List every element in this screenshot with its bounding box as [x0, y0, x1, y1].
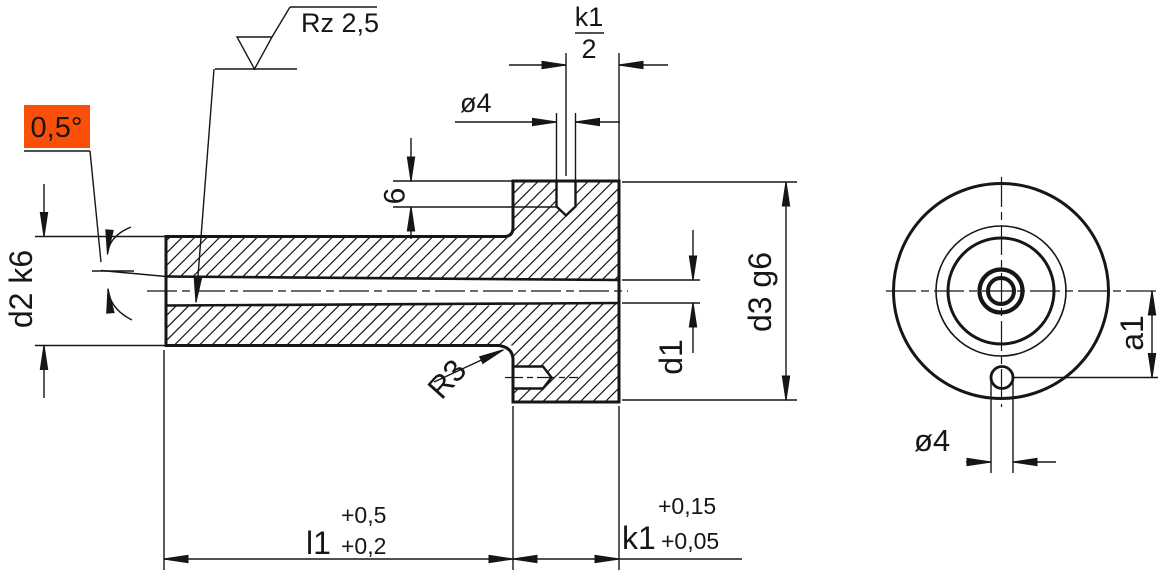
hatch-line: [557, 181, 619, 402]
d3-label: d3 g6: [742, 252, 778, 332]
dimension-d3: d3 g6: [622, 181, 797, 401]
front-view: [886, 177, 1158, 407]
hatch-line: [166, 181, 373, 402]
hatch-line: [166, 181, 398, 402]
hatch-line: [569, 181, 619, 402]
fillet-radius-label: R3: [421, 353, 474, 406]
flange-outer-circle: [892, 182, 1110, 400]
r3-leader-line: [433, 349, 504, 383]
surface-finish-icon: [215, 6, 377, 71]
section-hatching: [166, 172, 998, 412]
d1-label: d1: [653, 339, 689, 375]
hatch-line: [544, 181, 619, 402]
hatch-line: [294, 181, 536, 402]
hole-dia-section-label: ø4: [460, 88, 492, 118]
hatch-line: [594, 181, 619, 402]
hatch-line: [194, 181, 436, 402]
bore-circle: [986, 276, 1016, 306]
hatch-line: [166, 181, 386, 402]
dimension-hole-dia-section: ø4: [455, 88, 620, 181]
dimension-l1: +0,5 l1 +0,2: [163, 350, 514, 570]
hatch-line: [166, 181, 348, 402]
radial-hole-interior: [556, 181, 576, 216]
hatch-line: [166, 181, 323, 402]
hatch-line: [166, 181, 336, 402]
hatch-line: [670, 172, 910, 412]
hole-depth-label: 6: [379, 188, 412, 205]
section-view-outline: [100, 179, 621, 404]
hatch-line: [758, 172, 998, 412]
bore-entry-circle: [977, 267, 1025, 315]
taper-angle-callout: 0,5°: [24, 105, 134, 321]
k1-half-denominator: 2: [581, 34, 596, 64]
l1-tolerance-lower: +0,2: [341, 533, 386, 559]
dimension-k1: +0,15 k1 +0,05: [512, 406, 742, 570]
l1-tolerance-upper: +0,5: [341, 502, 386, 528]
angle-arc-lower: [106, 288, 133, 321]
bore-top-edge: [165, 275, 620, 282]
hatch-line: [169, 181, 411, 402]
taper-leader-line: [89, 150, 102, 263]
part-outline: [164, 179, 621, 404]
hatch-line: [469, 181, 619, 402]
hatch-line: [620, 172, 860, 412]
hatch-line: [457, 181, 619, 402]
a1-label: a1: [1114, 315, 1150, 351]
dimension-a1: a1: [1013, 290, 1158, 379]
hatch-line: [683, 172, 923, 412]
roughness-leader-line: [193, 68, 215, 303]
k1-label: k1: [622, 520, 656, 556]
k1-tolerance-upper: +0,15: [658, 493, 716, 519]
dimension-k1-half: k1 2: [509, 2, 668, 181]
d2-label: d2 k6: [3, 250, 39, 328]
hatch-line: [269, 181, 511, 402]
l1-label: l1: [306, 525, 331, 561]
k1-tolerance-lower: +0,05: [661, 528, 719, 554]
surface-finish-callout: Rz 2,5: [193, 6, 379, 303]
fillet-radius-callout: R3: [421, 349, 504, 406]
hatch-line: [519, 181, 619, 402]
dimension-d2: d2 k6: [3, 184, 166, 398]
dimension-d1: d1: [622, 230, 700, 375]
hatch-line: [166, 181, 261, 402]
hatch-line: [382, 181, 619, 402]
hatch-line: [166, 181, 311, 402]
dimension-hole-depth: 6: [379, 138, 556, 239]
hatch-line: [282, 181, 523, 402]
radial-hole-outline: [555, 181, 577, 218]
fillet-edge-circle: [935, 225, 1067, 357]
hatch-line: [607, 181, 619, 402]
dimension-hole-dia-front: ø4: [914, 380, 1056, 473]
hub-circle: [946, 236, 1056, 346]
hatch-line: [182, 181, 423, 402]
hole-dia-front-label: ø4: [914, 423, 950, 458]
angle-arc-upper: [105, 226, 132, 255]
hatch-line: [695, 172, 935, 412]
taper-angle-value: 0,5°: [31, 112, 83, 144]
hatch-line: [166, 181, 273, 402]
bore-bottom-edge: [165, 301, 620, 307]
roughness-value: Rz 2,5: [301, 8, 379, 38]
hatch-line: [166, 181, 298, 402]
hatch-line: [219, 181, 461, 402]
k1-half-numerator: k1: [575, 2, 604, 32]
hatch-line: [532, 181, 619, 402]
hatch-line: [166, 181, 361, 402]
highlight-box: [24, 105, 90, 148]
